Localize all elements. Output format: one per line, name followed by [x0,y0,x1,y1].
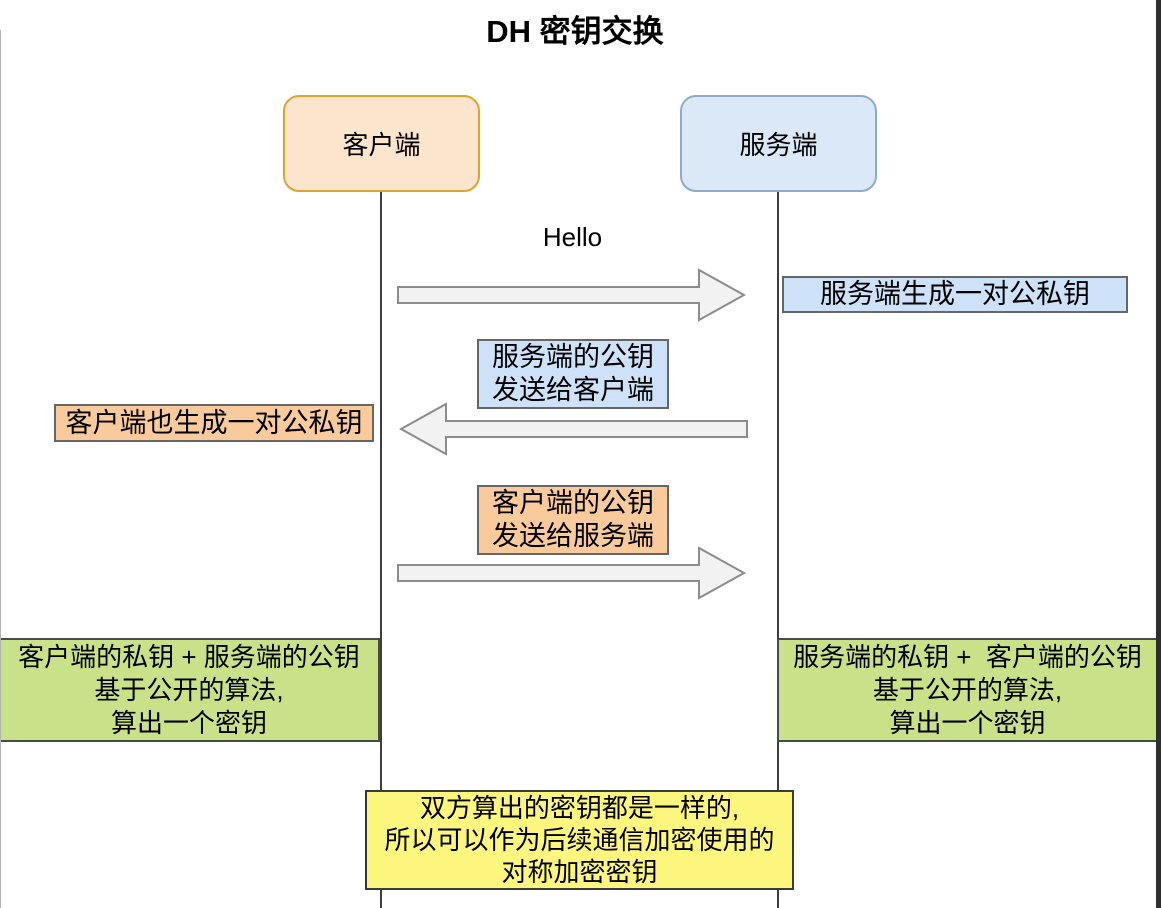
actor-client: 客户端 [283,95,480,192]
note-conclusion-line1: 双方算出的密钥都是一样的, [419,793,740,823]
note-client-compute-line1: 客户端的私钥 + 服务端的公钥 [18,641,360,672]
client-lifeline [380,192,382,908]
note-server-keygen-label: 服务端生成一对公私钥 [820,279,1090,309]
message-server-pubkey-line1: 服务端的公钥 [492,342,654,372]
right-window-edge [1156,0,1161,908]
note-server-compute-line3: 算出一个密钥 [889,707,1046,738]
message-hello-label: Hello [542,222,603,252]
note-conclusion-line3: 对称加密密钥 [501,857,658,887]
actor-server: 服务端 [680,95,877,192]
message-client-pubkey-line2: 发送给服务端 [492,521,654,551]
message-server-pubkey-line2: 发送给客户端 [492,375,654,405]
note-server-compute-line1: 服务端的私钥 + 客户端的公钥 [793,641,1142,672]
note-client-compute-line2: 基于公开的算法, [94,674,284,705]
diagram-title: DH 密钥交换 [486,14,664,49]
note-client-compute: 客户端的私钥 + 服务端的公钥 基于公开的算法, 算出一个密钥 [0,638,380,742]
note-conclusion: 双方算出的密钥都是一样的, 所以可以作为后续通信加密使用的 对称加密密钥 [365,790,794,890]
note-conclusion-line2: 所以可以作为后续通信加密使用的 [384,825,775,855]
arrow-right-icon [397,546,747,600]
actor-server-label: 服务端 [739,130,818,160]
server-lifeline [777,192,779,908]
note-server-keygen: 服务端生成一对公私钥 [782,276,1128,313]
note-client-keygen: 客户端也生成一对公私钥 [54,404,374,442]
note-client-compute-line3: 算出一个密钥 [110,707,267,738]
message-client-pubkey-line1: 客户端的公钥 [492,488,654,518]
arrow-right-icon [397,268,747,322]
message-server-pubkey-label: 服务端的公钥 发送给客户端 [477,339,669,409]
arrow-left-icon [398,402,748,456]
note-server-compute-line2: 基于公开的算法, [872,674,1063,705]
actor-client-label: 客户端 [342,130,421,160]
left-window-edge [0,30,1,908]
note-client-keygen-label: 客户端也生成一对公私钥 [65,408,363,438]
note-server-compute: 服务端的私钥 + 客户端的公钥 基于公开的算法, 算出一个密钥 [777,638,1158,742]
message-client-pubkey-label: 客户端的公钥 发送给服务端 [477,485,669,555]
